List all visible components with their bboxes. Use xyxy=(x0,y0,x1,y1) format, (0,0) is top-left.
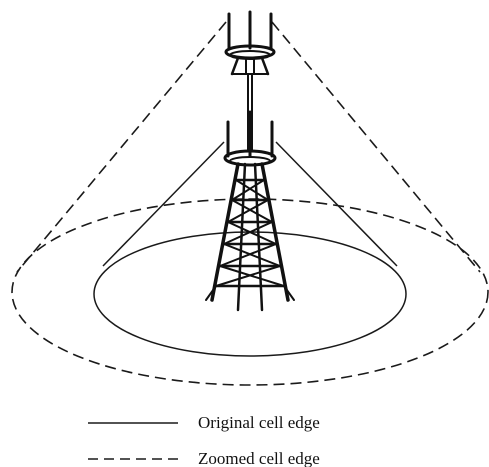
original-cone-left-edge xyxy=(103,142,224,266)
original-cell-coverage xyxy=(94,142,406,356)
zoomed-cone-left-edge xyxy=(17,22,226,272)
base-station-tower-icon xyxy=(206,112,294,310)
zoomed-cone-right-edge xyxy=(272,22,480,272)
legend-original-label: Original cell edge xyxy=(198,413,320,432)
legend: Original cell edge Zoomed cell edge xyxy=(88,413,320,467)
legend-zoomed-label: Zoomed cell edge xyxy=(198,449,320,467)
zoomed-cell-coverage xyxy=(12,22,488,385)
original-cone-right-edge xyxy=(276,142,397,266)
original-cell-edge-ellipse xyxy=(94,232,406,356)
zoomed-cell-edge-ellipse xyxy=(12,199,488,385)
